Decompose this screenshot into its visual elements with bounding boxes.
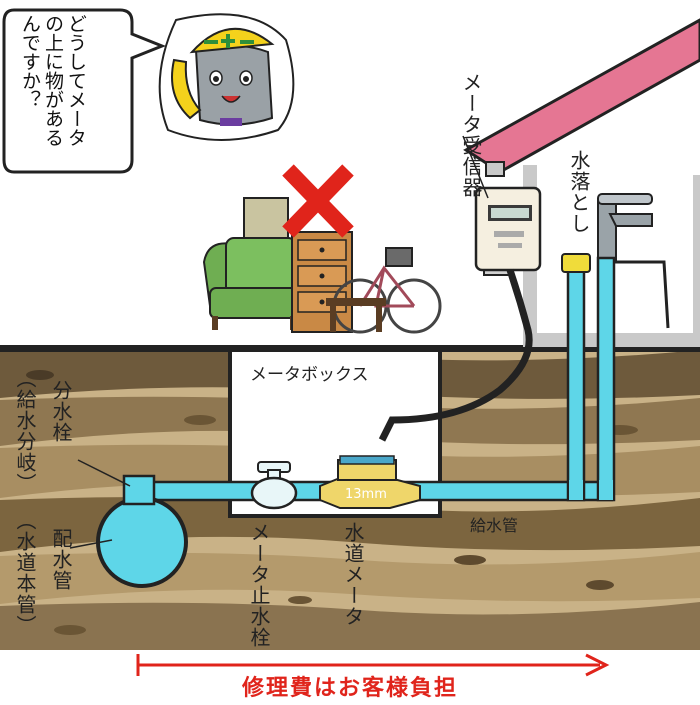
prohibited-cross-icon [282, 164, 354, 238]
meter-receiver-device [378, 186, 542, 442]
drawer-chest [291, 231, 353, 333]
faucet [597, 193, 670, 329]
meter-receiver-label: メータ受信器 [459, 72, 483, 198]
supply-pipe-label: 給水管 [470, 516, 519, 535]
meter-size-label: 13mm [345, 487, 387, 502]
meter-stop-valve-label: メータ止水栓 [247, 522, 271, 648]
sofa [202, 197, 307, 330]
meter-box-label: メータボックス [250, 365, 369, 385]
speech-bubble [2, 8, 167, 174]
speech-bubble-text: どうしてメータの上に物があるんですか？ [19, 14, 87, 147]
main-leader-line [69, 539, 113, 549]
branch-faucet-label: 分水栓 [49, 380, 73, 443]
stop-valve [250, 461, 298, 510]
receiver-leader-line [462, 135, 489, 199]
cat-worker-mascot [158, 13, 295, 141]
branch-faucet-note: （給水分岐） [13, 368, 37, 494]
low-table [326, 298, 386, 332]
branch-leader-line [77, 459, 131, 487]
repair-cost-note: 修理費はお客様負担 [241, 676, 458, 701]
distribution-pipe-note: （水道本管） [13, 510, 37, 636]
bicycle [332, 247, 442, 334]
drain-valve-label: 水落とし [567, 150, 591, 234]
water-meter-device: 13mm [319, 455, 421, 509]
distribution-pipe-label: 配水管 [49, 528, 73, 591]
water-meter-label: 水道メータ [341, 522, 365, 627]
roof-eave [463, 18, 700, 177]
responsibility-arrow [136, 653, 610, 677]
